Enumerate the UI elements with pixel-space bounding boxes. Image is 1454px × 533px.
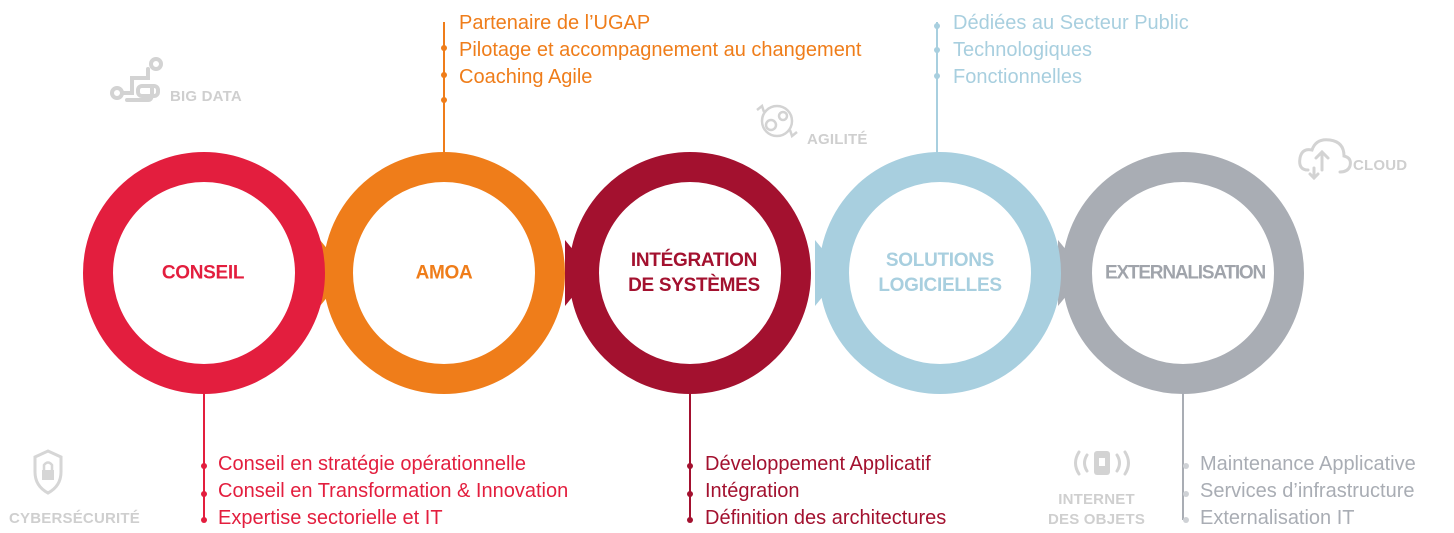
list-item: Services d’infrastructure <box>1200 480 1415 502</box>
list-amoa: Partenaire de l’UGAP Pilotage et accompa… <box>459 10 862 91</box>
list-item: Pilotage et accompagnement au changement <box>459 39 862 61</box>
circle-label-externalisation: EXTERNALISATION <box>1104 262 1266 284</box>
circle-integration <box>565 152 811 394</box>
theme-label-iot-line1: INTERNET <box>1058 491 1135 508</box>
list-integration: Développement Applicatif Intégration Déf… <box>705 451 946 532</box>
circle-label-solutions: SOLUTIONS LOGICIELLES <box>878 250 1002 296</box>
list-item: Conseil en stratégie opérationnelle <box>218 453 526 475</box>
theme-cloud: CLOUD <box>1353 157 1407 174</box>
bullets-externalisation <box>1183 463 1189 523</box>
list-item: Définition des architectures <box>705 507 947 529</box>
list-item: Maintenance Applicative <box>1200 453 1416 475</box>
circle-externalisation <box>1058 152 1304 394</box>
list-item: Intégration <box>705 480 800 502</box>
bullets-conseil <box>201 463 207 523</box>
list-item: Fonctionnelles <box>953 66 1082 88</box>
circle-conseil <box>83 152 325 394</box>
circle-label-amoa: AMOA <box>415 262 473 284</box>
list-item: Coaching Agile <box>459 66 593 88</box>
cloud-sync-icon <box>1298 138 1352 181</box>
theme-iot: INTERNET DES OBJETS <box>1048 490 1145 530</box>
theme-label-iot-line2: DES OBJETS <box>1048 511 1146 528</box>
shield-lock-icon <box>33 449 63 495</box>
list-solutions: Dédiées au Secteur Public Technologiques… <box>953 10 1189 91</box>
theme-big-data: BIG DATA <box>170 88 242 105</box>
bullets-solutions <box>934 23 940 79</box>
circle-label-integration: INTÉGRATION DE SYSTÈMES <box>628 250 760 296</box>
bullets-integration <box>687 463 693 523</box>
list-item: Développement Applicatif <box>705 453 931 475</box>
list-item: Externalisation IT <box>1200 507 1355 529</box>
list-item: Expertise sectorielle et IT <box>218 507 443 529</box>
theme-label-cloud: CLOUD <box>1353 157 1408 174</box>
list-item: Conseil en Transformation & Innovation <box>218 480 569 502</box>
theme-label-big-data: BIG DATA <box>170 88 242 105</box>
circle-label-conseil: CONSEIL <box>161 262 245 284</box>
network-nodes-icon <box>110 57 163 102</box>
list-item: Technologiques <box>953 39 1092 61</box>
gears-cycle-icon <box>756 103 798 139</box>
list-item: Partenaire de l’UGAP <box>459 12 651 34</box>
list-externalisation: Maintenance Applicative Services d’infra… <box>1200 451 1416 532</box>
list-item: Dédiées au Secteur Public <box>953 12 1189 34</box>
phone-signal-icon <box>1074 450 1130 476</box>
list-conseil: Conseil en stratégie opérationnelle Cons… <box>218 451 568 532</box>
circle-amoa <box>320 152 565 394</box>
circle-solutions <box>815 152 1061 394</box>
theme-label-agilite: AGILITÉ <box>807 131 868 148</box>
theme-agilite: AGILITÉ <box>807 131 868 148</box>
theme-label-cybersecurite: CYBERSÉCURITÉ <box>9 510 140 527</box>
theme-cybersecurite: CYBERSÉCURITÉ <box>9 510 140 527</box>
bullets-amoa <box>441 45 447 103</box>
